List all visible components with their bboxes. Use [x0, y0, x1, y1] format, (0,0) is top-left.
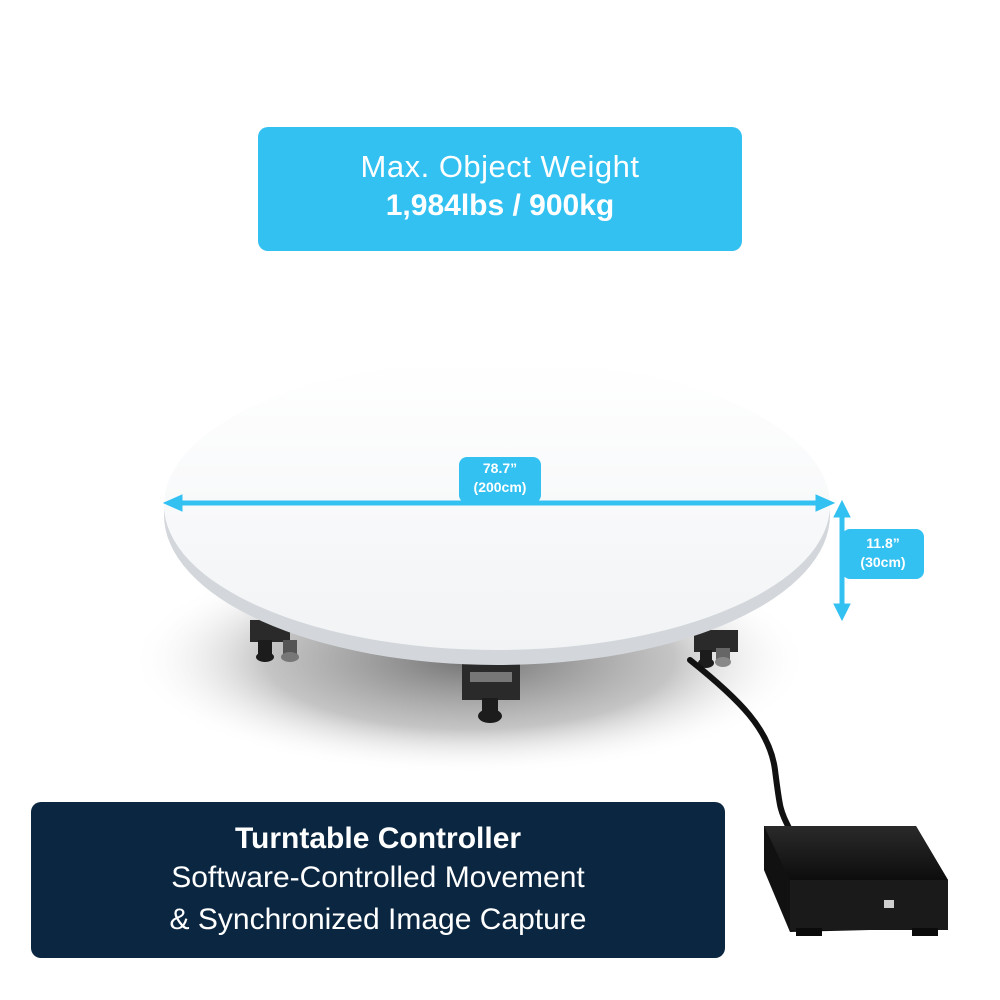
diameter-arrow — [162, 494, 836, 512]
controller-led — [884, 900, 894, 908]
controller-badge: Turntable Controller Software-Controlled… — [31, 802, 725, 958]
controller-desc-line1: Software-Controlled Movement — [171, 861, 585, 894]
max-weight-label: Max. Object Weight — [360, 149, 640, 184]
diameter-cm: (200cm) — [473, 479, 527, 495]
height-cm: (30cm) — [860, 554, 906, 570]
foot-right — [694, 630, 738, 668]
foot-center — [462, 664, 520, 723]
diameter-label: 78.7” (200cm) — [459, 457, 541, 503]
max-weight-value: 1,984lbs / 900kg — [385, 189, 615, 222]
max-weight-badge: Max. Object Weight 1,984lbs / 900kg — [258, 127, 742, 251]
controller-desc-line2: & Synchronized Image Capture — [169, 903, 587, 936]
diameter-inches: 78.7” — [482, 460, 518, 476]
controller-cable — [687, 657, 793, 833]
turntable-feet — [250, 620, 738, 723]
height-label: 11.8” (30cm) — [842, 529, 924, 579]
controller-device — [764, 826, 948, 936]
controller-title: Turntable Controller — [234, 822, 522, 855]
height-inches: 11.8” — [866, 535, 900, 551]
